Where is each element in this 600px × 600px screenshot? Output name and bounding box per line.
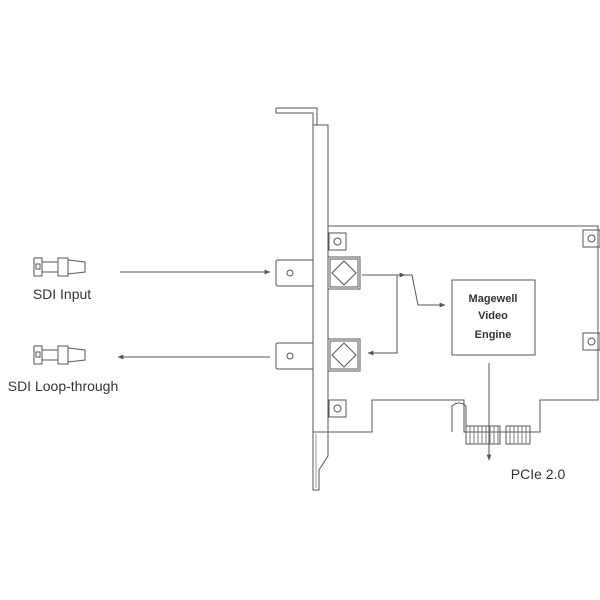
mounting-bracket [275, 107, 329, 491]
engine-label-line2: Video [478, 310, 508, 322]
mounting-hole-bottom-left [328, 399, 347, 418]
pcb-board-outline [328, 225, 599, 433]
mounting-hole-top-left [328, 232, 347, 251]
sdi-loop-through-cable-icon [33, 345, 86, 365]
pcie-contacts-left [465, 425, 501, 445]
sdi-loop-through-label: SDI Loop-through [8, 378, 119, 394]
sdi-input-label: SDI Input [33, 286, 91, 302]
bnc-connector-top [275, 256, 361, 290]
engine-label-line1: Magewell [469, 293, 518, 305]
splitter-to-engine-arrow [405, 274, 446, 308]
bnc-connector-bottom [275, 338, 361, 372]
pcie-label: PCIe 2.0 [511, 466, 566, 482]
video-engine-box [451, 279, 536, 356]
engine-label-line3: Engine [475, 329, 512, 341]
splitter-to-loop-arrow [367, 275, 398, 356]
pcie-contacts-right [505, 425, 531, 445]
mounting-hole-top-right [582, 229, 600, 248]
mounting-hole-mid-right [582, 332, 600, 351]
pcie-notch [451, 402, 467, 432]
sdi-input-cable-icon [33, 257, 86, 277]
